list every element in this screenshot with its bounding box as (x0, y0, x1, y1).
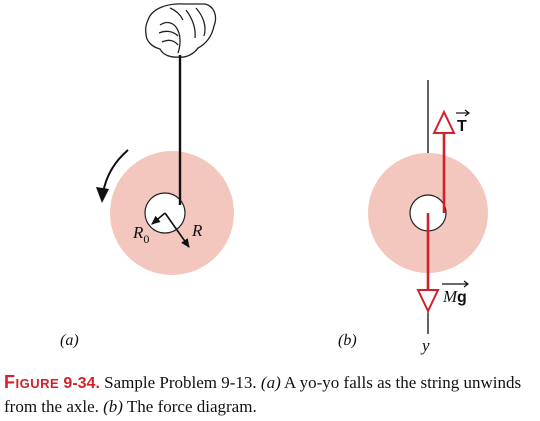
y-axis-label: y (420, 336, 430, 355)
figure-number: 9-34. (63, 375, 100, 392)
hand-illustration (144, 3, 217, 58)
panel-b-label: (b) (338, 332, 357, 349)
caption-part-a: (a) (260, 373, 281, 392)
yo-yo-figure: R0 R (a) T M g y (b) (60, 3, 488, 355)
figure-label: Figure (4, 372, 60, 392)
caption-text-2: A yo-yo falls as the string unwinds from… (4, 373, 522, 416)
svg-text:M: M (442, 287, 458, 306)
caption-text-3: The force diagram. (122, 397, 257, 416)
svg-text:T: T (457, 118, 467, 135)
panel-a-label: (a) (60, 332, 79, 349)
caption-part-b: (b) (103, 397, 123, 416)
r0-arrow (151, 212, 166, 225)
r0-label: R0 (132, 223, 149, 246)
svg-text:g: g (457, 289, 467, 306)
r-label: R (191, 221, 203, 240)
figure-caption: Figure 9-34. Sample Problem 9-13. (a) A … (4, 371, 538, 418)
weight-label: M g (442, 280, 469, 306)
caption-text-1: Sample Problem 9-13. (104, 373, 261, 392)
tension-label: T (456, 109, 470, 135)
weight-arrowhead-icon (416, 289, 440, 314)
panel-a: R0 R (a) (60, 3, 234, 349)
panel-b: T M g y (b) (338, 80, 488, 355)
rotation-arrowhead-icon (96, 187, 109, 203)
r-arrow (164, 212, 190, 248)
tension-arrowhead-icon (432, 109, 456, 134)
